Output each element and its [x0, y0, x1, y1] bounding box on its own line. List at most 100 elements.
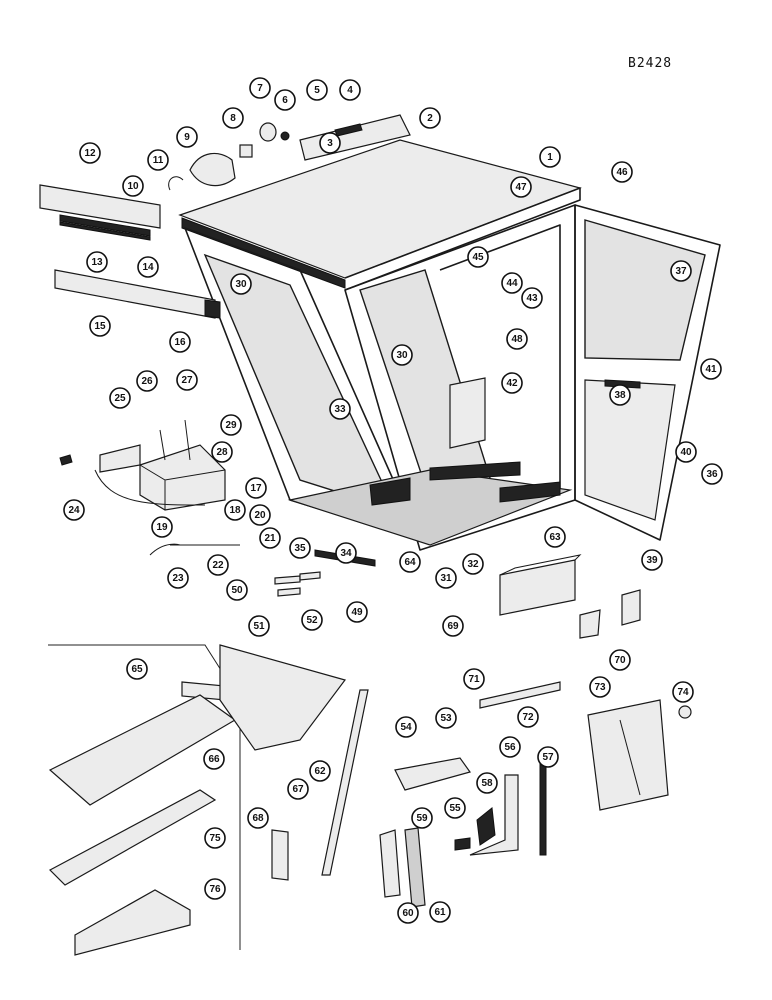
callout-number: 12: [84, 148, 96, 159]
callout-number: 2: [427, 113, 433, 124]
callout-number: 40: [680, 447, 692, 458]
callout-number: 35: [294, 543, 306, 554]
callout-70: 70: [609, 649, 631, 671]
callout-74: 74: [672, 681, 694, 703]
callout-number: 39: [646, 555, 658, 566]
callout-43: 43: [521, 287, 543, 309]
callout-number: 27: [181, 375, 193, 386]
callout-number: 23: [172, 573, 184, 584]
callout-number: 63: [549, 532, 561, 543]
callout-number: 3: [327, 138, 333, 149]
callout-number: 60: [402, 908, 414, 919]
callout-45: 45: [467, 246, 489, 268]
drawing-code: B2428: [628, 56, 673, 71]
callout-50: 50: [226, 579, 248, 601]
callout-72: 72: [517, 706, 539, 728]
callout-number: 30: [396, 350, 408, 361]
callout-71: 71: [463, 668, 485, 690]
callout-75: 75: [204, 827, 226, 849]
callout-16: 16: [169, 331, 191, 353]
callout-33: 33: [329, 398, 351, 420]
callout-67: 67: [287, 778, 309, 800]
callout-number: 48: [511, 334, 523, 345]
callout-10: 10: [122, 175, 144, 197]
callout-number: 36: [706, 469, 718, 480]
callout-4: 4: [339, 79, 361, 101]
callout-25: 25: [109, 387, 131, 409]
callout-40: 40: [675, 441, 697, 463]
callout-number: 66: [208, 754, 220, 765]
callout-34: 34: [335, 542, 357, 564]
cab-assembly: [178, 139, 582, 551]
callout-number: 58: [481, 778, 493, 789]
callout-26: 26: [136, 370, 158, 392]
callout-31: 31: [435, 567, 457, 589]
callout-69: 69: [442, 615, 464, 637]
callout-number: 25: [114, 393, 126, 404]
callout-number: 5: [314, 85, 320, 96]
callout-number: 52: [306, 615, 318, 626]
callout-number: 7: [257, 83, 263, 94]
callout-number: 69: [447, 621, 459, 632]
control-box: [59, 419, 240, 556]
callout-38: 38: [609, 384, 631, 406]
callout-number: 53: [440, 713, 452, 724]
callout-number: 43: [526, 293, 538, 304]
callout-number: 45: [472, 252, 484, 263]
callout-number: 13: [91, 257, 103, 268]
callout-number: 56: [504, 742, 516, 753]
callout-52: 52: [301, 609, 323, 631]
callout-7: 7: [249, 77, 271, 99]
callout-number: 49: [351, 607, 363, 618]
callout-1: 1: [539, 146, 561, 168]
callout-5: 5: [306, 79, 328, 101]
callout-number: 62: [314, 766, 326, 777]
callout-73: 73: [589, 676, 611, 698]
callout-27: 27: [176, 369, 198, 391]
callout-54: 54: [395, 716, 417, 738]
callout-number: 34: [340, 548, 352, 559]
callout-number: 37: [675, 266, 687, 277]
callout-2: 2: [419, 107, 441, 129]
callout-18: 18: [224, 499, 246, 521]
callout-number: 15: [94, 321, 106, 332]
callout-number: 32: [467, 559, 479, 570]
callout-41: 41: [700, 358, 722, 380]
callout-47: 47: [510, 176, 532, 198]
callout-35: 35: [289, 537, 311, 559]
callout-68: 68: [247, 807, 269, 829]
callout-14: 14: [137, 256, 159, 278]
left-rails: [39, 184, 221, 319]
callout-number: 30: [235, 279, 247, 290]
callout-46: 46: [611, 161, 633, 183]
callout-number: 24: [68, 505, 80, 516]
callout-19: 19: [151, 516, 173, 538]
bottom-brackets: [48, 644, 692, 956]
callout-62: 62: [309, 760, 331, 782]
callout-number: 33: [334, 404, 346, 415]
callout-number: 1: [547, 152, 553, 163]
callout-32: 32: [462, 553, 484, 575]
callout-number: 50: [231, 585, 243, 596]
callout-number: 75: [209, 833, 221, 844]
floor-parts: [274, 549, 641, 639]
callout-58: 58: [476, 772, 498, 794]
callout-number: 44: [506, 278, 518, 289]
callout-number: 59: [416, 813, 428, 824]
callout-30: 30: [230, 273, 252, 295]
callout-number: 26: [141, 376, 153, 387]
callout-15: 15: [89, 315, 111, 337]
callout-11: 11: [147, 149, 169, 171]
callout-76: 76: [204, 878, 226, 900]
callout-37: 37: [670, 260, 692, 282]
callout-51: 51: [248, 615, 270, 637]
callout-number: 73: [594, 682, 606, 693]
callout-number: 4: [347, 85, 353, 96]
callout-64: 64: [399, 551, 421, 573]
callout-number: 67: [292, 784, 304, 795]
callout-13: 13: [86, 251, 108, 273]
callout-23: 23: [167, 567, 189, 589]
callout-number: 29: [225, 420, 237, 431]
callout-number: 55: [449, 803, 461, 814]
callout-number: 31: [440, 573, 452, 584]
